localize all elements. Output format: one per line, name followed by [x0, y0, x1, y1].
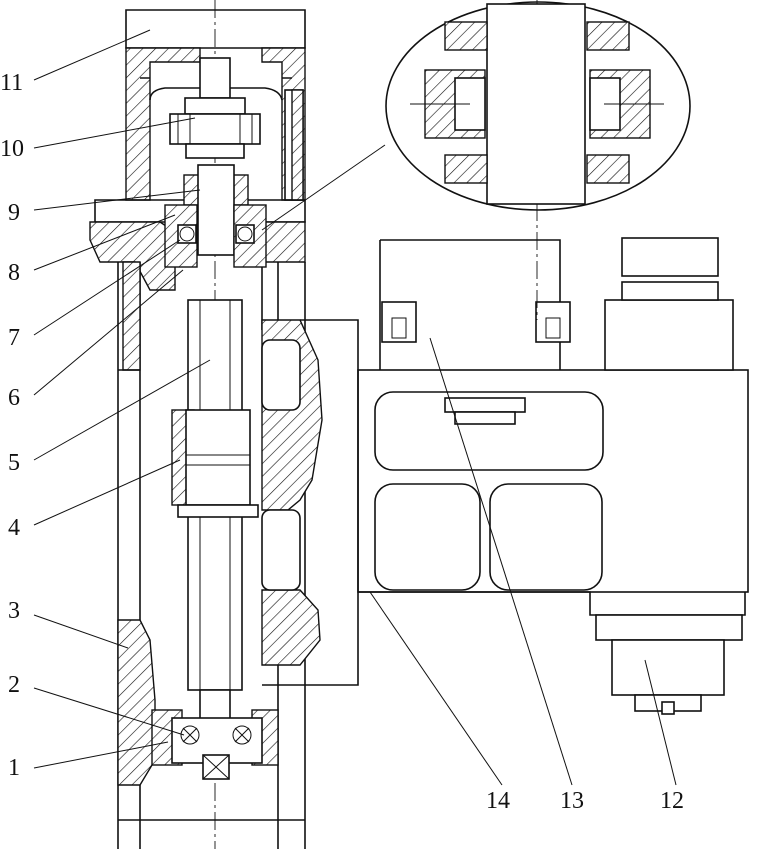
callout-2: 2: [8, 672, 20, 698]
callout-9: 9: [8, 200, 20, 226]
callout-12: 12: [660, 788, 684, 814]
detail-view: [261, 0, 691, 320]
callout-7: 7: [8, 325, 20, 351]
callout-3: 3: [8, 598, 20, 624]
leader-lines: [33, 29, 677, 786]
spindle-shaft: [151, 0, 279, 849]
callout-11: 11: [0, 70, 23, 96]
callout-14: 14: [486, 788, 510, 814]
callout-4: 4: [8, 515, 20, 541]
right-slide-block: [357, 237, 749, 715]
callout-13: 13: [560, 788, 584, 814]
callout-1: 1: [8, 755, 20, 781]
callout-8: 8: [8, 260, 20, 286]
callout-labels: 11 10 9 8 7 6 5 4 3 2 1 14 13 12: [0, 70, 684, 814]
callout-5: 5: [8, 450, 20, 476]
callout-6: 6: [8, 385, 20, 411]
carriage: [261, 319, 359, 686]
callout-10: 10: [0, 136, 24, 162]
